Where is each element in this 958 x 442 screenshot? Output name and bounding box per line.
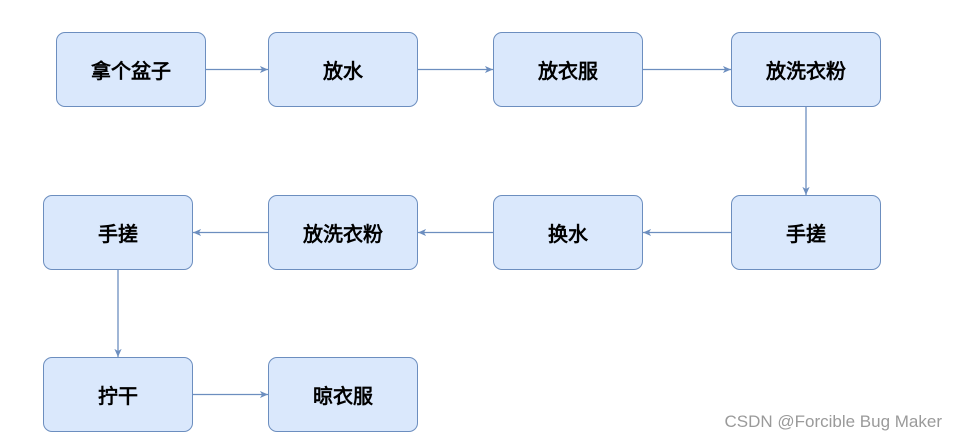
step-hang-clothes: 晾衣服 [268, 357, 418, 432]
step-add-clothes: 放衣服 [493, 32, 643, 107]
step-add-water: 放水 [268, 32, 418, 107]
step-add-detergent-2: 放洗衣粉 [268, 195, 418, 270]
node-label: 放水 [323, 59, 363, 83]
watermark: CSDN @Forcible Bug Maker [724, 412, 942, 431]
node-label: 放洗衣粉 [766, 59, 846, 83]
node-label: 手搓 [786, 222, 826, 246]
step-take-basin: 拿个盆子 [56, 32, 206, 107]
node-label: 放衣服 [538, 59, 598, 83]
node-label: 拧干 [98, 384, 138, 408]
node-label: 放洗衣粉 [303, 222, 383, 246]
node-label: 晾衣服 [313, 384, 373, 408]
step-change-water: 换水 [493, 195, 643, 270]
node-label: 拿个盆子 [91, 59, 171, 83]
node-label: 手搓 [98, 222, 138, 246]
step-hand-scrub-2: 手搓 [43, 195, 193, 270]
step-wring-dry: 拧干 [43, 357, 193, 432]
step-add-detergent-1: 放洗衣粉 [731, 32, 881, 107]
node-label: 换水 [548, 222, 588, 246]
step-hand-scrub-1: 手搓 [731, 195, 881, 270]
